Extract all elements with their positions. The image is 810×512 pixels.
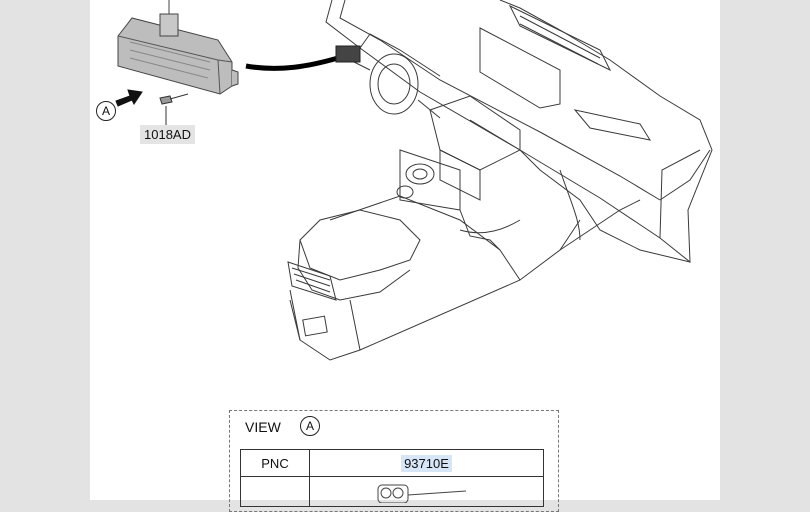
pnc-table: PNC 93710E [240, 449, 544, 507]
dashboard-exploded-diagram [115, 0, 713, 361]
part-thumbnail-cell [309, 476, 544, 507]
switch-module-part [117, 0, 239, 95]
pnc-value-cell: 93710E [309, 449, 544, 477]
part-thumbnail [377, 484, 467, 504]
dashboard-outline [287, 0, 713, 361]
leader-arrow [245, 55, 339, 71]
table-row [240, 476, 544, 507]
table-row: PNC 93710E [240, 449, 544, 477]
table-cell [240, 476, 310, 507]
part-code-label: 1018AD [140, 125, 195, 144]
screw-part [159, 93, 189, 125]
view-title: VIEW [245, 419, 281, 435]
view-a-callout: A [96, 101, 116, 121]
view-letter-callout: A [300, 416, 320, 436]
pnc-value[interactable]: 93710E [401, 454, 452, 472]
pnc-header: PNC [240, 449, 310, 477]
direction-arrow-icon [115, 89, 143, 107]
